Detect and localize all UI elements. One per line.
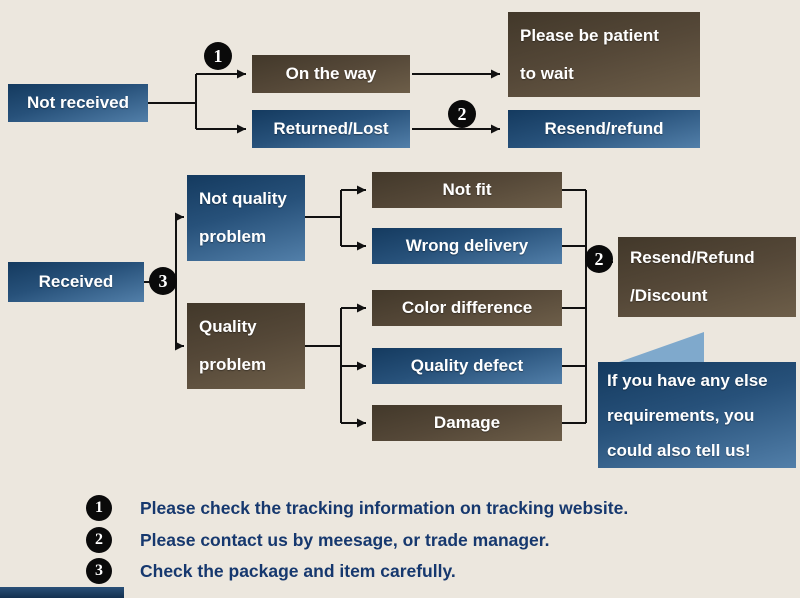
node-on-the-way-label: On the way — [285, 64, 377, 83]
legend-item-3: 3 Check the package and item carefully. — [86, 558, 456, 584]
legend-3-number: 3 — [86, 558, 112, 584]
note-speech-bubble: If you have any else requirements, you c… — [598, 362, 796, 468]
node-damage: Damage — [372, 405, 562, 441]
node-be-patient-line2: to wait — [520, 63, 574, 83]
legend-1-number: 1 — [86, 495, 112, 521]
note-bubble-line1: If you have any else — [607, 370, 768, 390]
step-2-marker-top: 2 — [448, 100, 476, 128]
note-bubble-line2: requirements, you — [607, 405, 755, 425]
node-wrong-delivery-label: Wrong delivery — [405, 236, 529, 255]
node-not-quality-problem-line1: Not quality — [199, 189, 287, 208]
node-not-received-label: Not received — [26, 93, 130, 112]
note-bubble-line3: could also tell us! — [607, 440, 751, 460]
node-returned-lost-label: Returned/Lost — [273, 119, 389, 138]
node-received-label: Received — [38, 272, 114, 291]
speech-bubble-tail — [602, 332, 704, 368]
node-quality-problem: Quality problem — [187, 303, 305, 389]
node-be-patient-line1: Please be patient — [520, 25, 659, 45]
node-resend-refund: Resend/refund — [508, 110, 700, 148]
node-not-quality-problem-line2: problem — [199, 227, 267, 246]
node-not-received: Not received — [8, 84, 148, 122]
step-2-marker-middle: 2 — [585, 245, 613, 273]
legend-1-text: Please check the tracking information on… — [140, 497, 629, 518]
node-quality-defect: Quality defect — [372, 348, 562, 384]
bottom-partial-bar — [0, 587, 124, 598]
legend-3-text: Check the package and item carefully. — [140, 560, 456, 581]
node-be-patient: Please be patient to wait — [508, 12, 700, 97]
node-wrong-delivery: Wrong delivery — [372, 228, 562, 264]
node-quality-problem-line2: problem — [199, 355, 267, 374]
node-resend-refund-discount-line2: /Discount — [630, 286, 708, 305]
node-not-quality-problem: Not quality problem — [187, 175, 305, 261]
node-not-fit: Not fit — [372, 172, 562, 208]
step-1-marker: 1 — [204, 42, 232, 70]
legend-item-2: 2 Please contact us by meesage, or trade… — [86, 527, 550, 553]
node-resend-refund-discount-line1: Resend/Refund — [630, 248, 755, 267]
node-received: Received — [8, 262, 144, 302]
node-quality-defect-label: Quality defect — [410, 356, 524, 375]
node-resend-refund-discount: Resend/Refund /Discount — [618, 237, 796, 317]
legend-2-text: Please contact us by meesage, or trade m… — [140, 529, 550, 550]
step-3-marker: 3 — [149, 267, 177, 295]
node-not-fit-label: Not fit — [442, 180, 492, 199]
node-color-difference-label: Color difference — [401, 298, 533, 317]
legend-2-number: 2 — [86, 527, 112, 553]
node-on-the-way: On the way — [252, 55, 410, 93]
node-resend-refund-label: Resend/refund — [544, 119, 664, 138]
node-quality-problem-line1: Quality — [199, 317, 257, 336]
node-color-difference: Color difference — [372, 290, 562, 326]
legend-item-1: 1 Please check the tracking information … — [86, 495, 628, 521]
node-returned-lost: Returned/Lost — [252, 110, 410, 148]
node-damage-label: Damage — [433, 413, 501, 432]
